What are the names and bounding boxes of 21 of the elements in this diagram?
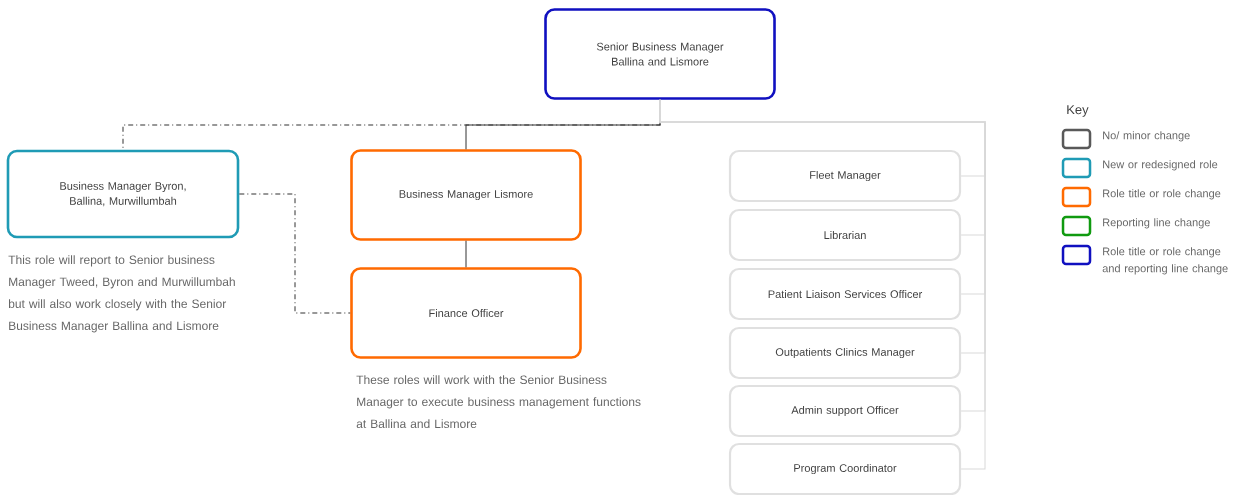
key-text: Reporting line change — [1103, 218, 1210, 229]
role-box: Outpatients Clinics Manager — [728, 326, 962, 380]
role-box: Fleet Manager — [728, 149, 962, 203]
connector-line — [659, 99, 986, 470]
connector-line — [238, 193, 351, 314]
role-box: Business Manager Byron, Ballina, Murwillumbah — [6, 149, 240, 239]
role-box: Senior Business Manager Ballina and Lismore — [544, 8, 776, 100]
role-box: Librarian — [728, 208, 962, 262]
role-box: Patient Liaison Services Officer — [728, 267, 962, 321]
role-box: Finance Officer — [350, 267, 582, 359]
key-text: Role title or role change — [1103, 189, 1221, 200]
role-box: Admin support Officer — [728, 384, 962, 438]
key-text: No/ minor change — [1103, 131, 1190, 142]
role-box: Program Coordinator — [728, 442, 962, 495]
key-title: Key — [1067, 105, 1089, 117]
connector-line — [465, 240, 467, 268]
note-text: This role will report to Senior business Manager Tweed, Byron and Murwillumbah but will also work closely with the Senior Business Manager Ballina and Lismore — [8, 255, 235, 333]
key-text: Role title or role change and reporting line change — [1102, 247, 1228, 275]
key-text: New or redesigned role — [1103, 160, 1218, 171]
role-box: Business Manager Lismore — [350, 149, 582, 241]
note-text: These roles will work with the Senior Business Manager to execute business management functions at Ballina and Lismore — [356, 375, 641, 428]
